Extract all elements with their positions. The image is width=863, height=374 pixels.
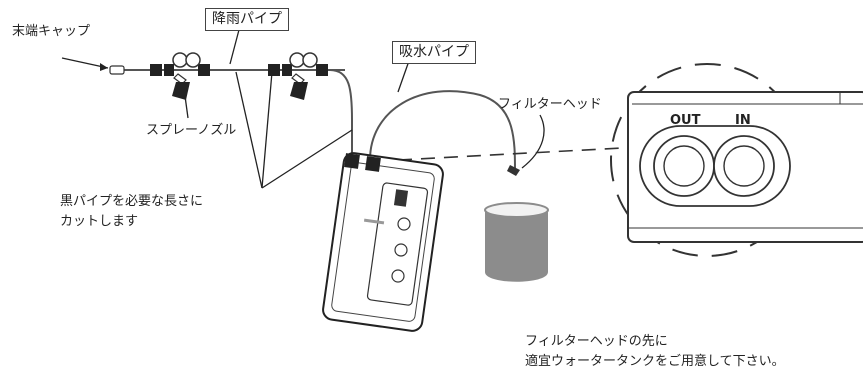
tank-note-line2: 適宜ウォータータンクをご用意して下さい。 xyxy=(525,354,785,369)
intake-pipe-label: 吸水パイプ xyxy=(392,41,476,64)
end-cap xyxy=(109,65,125,75)
pump-body xyxy=(322,152,444,332)
end-cap-label: 末端キャップ xyxy=(12,24,91,39)
rain-pipe-to-pump xyxy=(329,69,353,160)
callout-line xyxy=(397,147,623,161)
intake-pipe xyxy=(369,90,520,176)
rain-pipe-label: 降雨パイプ xyxy=(205,8,289,31)
tank-note-line1: フィルターヘッドの先に xyxy=(525,334,668,349)
pump-callout xyxy=(610,63,863,257)
filter-head-label: フィルターヘッド xyxy=(498,97,602,112)
spray-nozzle-left xyxy=(150,52,210,100)
cut-note-line1: 黒パイプを必要な長さに xyxy=(60,194,204,209)
pump-out-port-label: OUT xyxy=(670,113,701,128)
cut-note-line2: カットします xyxy=(60,214,139,229)
spray-nozzle-label: スプレーノズル xyxy=(146,123,237,138)
pump-in-port-label: IN xyxy=(735,113,751,128)
spray-nozzle-right xyxy=(268,52,328,100)
water-tank xyxy=(484,202,549,282)
